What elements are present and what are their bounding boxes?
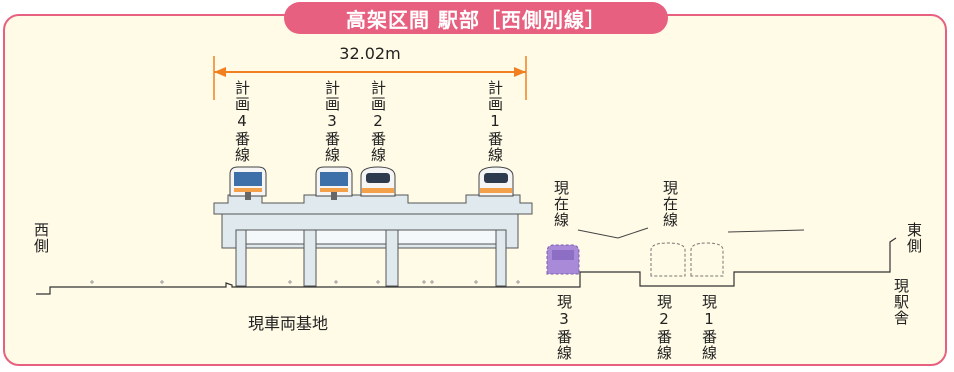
current-line-leaders bbox=[577, 227, 805, 239]
planned-track-1-label: 計画1番線 bbox=[486, 80, 504, 163]
ground-line bbox=[36, 237, 897, 295]
planned-track-4-label: 計画4番線 bbox=[233, 80, 251, 163]
train-planned-1 bbox=[478, 166, 514, 197]
train-planned-3 bbox=[315, 166, 353, 200]
planned-track-2-label: 計画2番線 bbox=[369, 80, 387, 163]
current-line-label-right: 現在線 bbox=[661, 180, 679, 228]
current-track-2-label: 現2番線 bbox=[655, 294, 673, 361]
viaduct-structure bbox=[213, 194, 533, 287]
train-current-2 bbox=[650, 242, 686, 277]
depot-label: 現車両基地 bbox=[248, 314, 329, 333]
east-side-label: 東側 bbox=[905, 222, 923, 254]
track-markers bbox=[90, 280, 520, 284]
train-planned-4 bbox=[229, 166, 267, 200]
train-current-3-removed bbox=[546, 244, 580, 275]
current-track-1-label: 現1番線 bbox=[700, 294, 718, 361]
train-current-1 bbox=[690, 242, 724, 277]
current-line-label-left: 現在線 bbox=[552, 180, 570, 228]
planned-track-3-label: 計画3番線 bbox=[323, 80, 341, 163]
dimension-line bbox=[213, 56, 527, 100]
current-track-3-label: 現3番線 bbox=[555, 294, 573, 361]
dimension-label: 32.02m bbox=[339, 44, 401, 63]
west-side-label: 西側 bbox=[32, 222, 50, 254]
train-planned-2 bbox=[360, 166, 396, 197]
diagram-title: 高架区間 駅部［西側別線］ bbox=[284, 2, 668, 34]
station-building-label: 現駅舎 bbox=[892, 278, 910, 326]
